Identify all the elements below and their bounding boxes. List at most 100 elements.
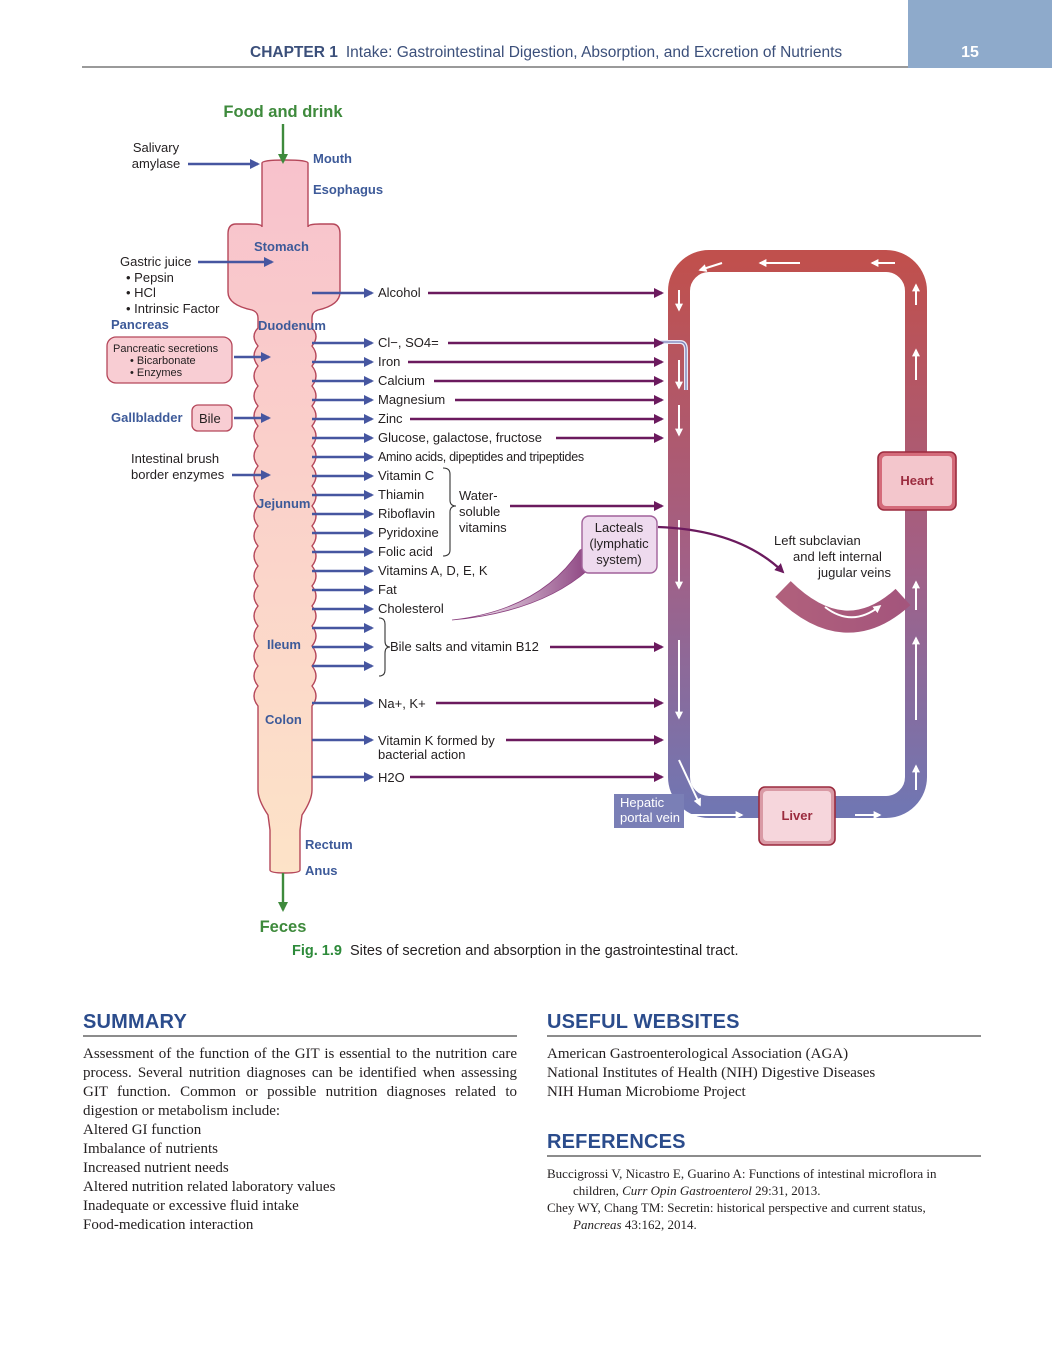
salivary-label-2: amylase [132,156,180,171]
lacteals-label-2: (lymphatic [589,536,649,551]
fat-vitamins-label: Vitamins A, D, E, K [378,563,488,578]
gi-tract-figure: Food and drink Feces Salivary amylase Mo… [106,103,957,936]
sodium-potassium-label: Na+, K+ [378,696,426,711]
subclavian-label-3: jugular veins [817,565,891,580]
feces-label: Feces [260,918,307,936]
pancreas-label: Pancreas [111,317,169,332]
list-item: Altered nutrition related laboratory val… [83,1179,336,1195]
subclavian-label-2: and left internal [793,549,882,564]
riboflavin-label: Riboflavin [378,506,435,521]
diagnosis-list: Altered GI function Imbalance of nutrien… [83,1121,335,1235]
mouth-label: Mouth [313,151,352,166]
references-list: Buccigrossi V, Nicastro E, Guarino A: Fu… [547,1165,977,1233]
water-soluble-label-2: soluble [459,504,500,519]
figure-caption: Fig. 1.9 Sites of secretion and absorpti… [292,943,739,959]
reference-item: Chey WY, Chang TM: Secretin: historical … [547,1199,977,1233]
water-soluble-label-3: vitamins [459,520,507,535]
portal-vein-label-2: portal vein [620,810,680,825]
references-heading: REFERENCES [547,1131,686,1153]
list-item: Inadequate or excessive fluid intake [83,1198,299,1214]
heart-label: Heart [900,473,934,488]
summary-rule [83,1035,517,1037]
bile-salts-label: Bile salts and vitamin B12 [390,639,539,654]
reference-text: Buccigrossi V, Nicastro E, Guarino A: Fu… [547,1166,937,1198]
page-number: 15 [961,44,979,61]
heart-box [877,451,957,511]
references-rule [547,1155,981,1157]
websites-heading: USEFUL WEBSITES [547,1011,740,1033]
chloride-sulfate-label: Cl−, SO4= [378,335,439,350]
gastric-juice-label: Gastric juice [120,254,192,269]
absorption-arrows [312,287,375,783]
magnesium-label: Magnesium [378,392,445,407]
gastric-item-intrinsic: • Intrinsic Factor [126,301,220,316]
list-item: Altered GI function [83,1122,202,1138]
reference-item: Buccigrossi V, Nicastro E, Guarino A: Fu… [547,1165,977,1199]
brush-border-label-1: Intestinal brush [131,451,219,466]
running-head: CHAPTER 1 Intake: Gastrointestinal Digest… [250,44,842,62]
colon-label: Colon [265,712,302,727]
portal-vein-label-1: Hepatic [620,795,665,810]
lacteals-label-1: Lacteals [595,520,644,535]
pancreatic-item-bicarbonate: • Bicarbonate [130,355,196,367]
esophagus-label: Esophagus [313,182,383,197]
lacteals-label-3: system) [596,552,642,567]
alcohol-label: Alcohol [378,285,421,300]
calcium-label: Calcium [378,373,425,388]
figure-caption-text: Sites of secretion and absorption in the… [350,943,739,959]
water-soluble-brace [442,467,457,557]
website-link[interactable]: American Gastroenterological Association… [547,1046,849,1062]
liver-label: Liver [781,808,812,823]
website-link[interactable]: National Institutes of Health (NIH) Dige… [547,1065,876,1081]
page-header: CHAPTER 1 Intake: Gastrointestinal Digest… [0,0,1052,68]
secretion-arrows [188,158,275,481]
iron-label: Iron [378,354,400,369]
reference-citation: 43:162, 2014. [621,1217,697,1232]
list-item: Increased nutrient needs [83,1160,229,1176]
bile-label: Bile [199,411,221,426]
vitamin-k-label-2: bacterial action [378,747,465,762]
food-and-drink-label: Food and drink [223,103,343,121]
reference-journal: Pancreas [573,1217,622,1232]
brush-border-label-2: border enzymes [131,467,225,482]
amino-acids-label: Amino acids, dipeptides and tripeptides [378,450,584,464]
liver-box [758,786,836,846]
zinc-label: Zinc [378,411,403,426]
duodenum-label: Duodenum [258,318,326,333]
pyridoxine-label: Pyridoxine [378,525,439,540]
water-soluble-label-1: Water- [459,488,498,503]
water-label: H2O [378,770,405,785]
transport-arrows [408,287,665,783]
lacteals-box [581,515,658,574]
pancreatic-item-enzymes: • Enzymes [130,367,183,379]
vitamin-k-label-1: Vitamin K formed by [378,733,495,748]
gastric-item-hcl: • HCl [126,285,156,300]
summary-paragraph: Assessment of the function of the GIT is… [83,1046,517,1119]
fat-label: Fat [378,582,397,597]
reference-citation: 29:31, 2013. [751,1183,821,1198]
bile-salts-brace [378,617,391,677]
chapter-label: CHAPTER 1 [250,44,338,61]
subclavian-vessel [775,581,911,633]
gastric-item-pepsin: • Pepsin [126,270,174,285]
list-item: Food-medication interaction [83,1217,254,1233]
stomach-label: Stomach [254,239,309,254]
folic-acid-label: Folic acid [378,544,433,559]
vitamin-c-label: Vitamin C [378,468,434,483]
gallbladder-label: Gallbladder [111,410,183,425]
jejunum-label: Jejunum [257,496,310,511]
thiamin-label: Thiamin [378,487,424,502]
header-rule [82,66,908,68]
websites-list: American Gastroenterological Association… [547,1045,875,1102]
list-item: Imbalance of nutrients [83,1141,218,1157]
anus-label: Anus [305,863,338,878]
website-link[interactable]: NIH Human Microbiome Project [547,1084,746,1100]
gi-tract [227,159,341,874]
chapter-title: Intake: Gastrointestinal Digestion, Abso… [345,44,843,61]
pancreas-box [106,336,233,384]
cholesterol-label: Cholesterol [378,601,444,616]
reference-text: Chey WY, Chang TM: Secretin: historical … [547,1200,926,1215]
reference-journal: Curr Opin Gastroenterol [622,1183,752,1198]
rectum-label: Rectum [305,837,353,852]
websites-rule [547,1035,981,1037]
